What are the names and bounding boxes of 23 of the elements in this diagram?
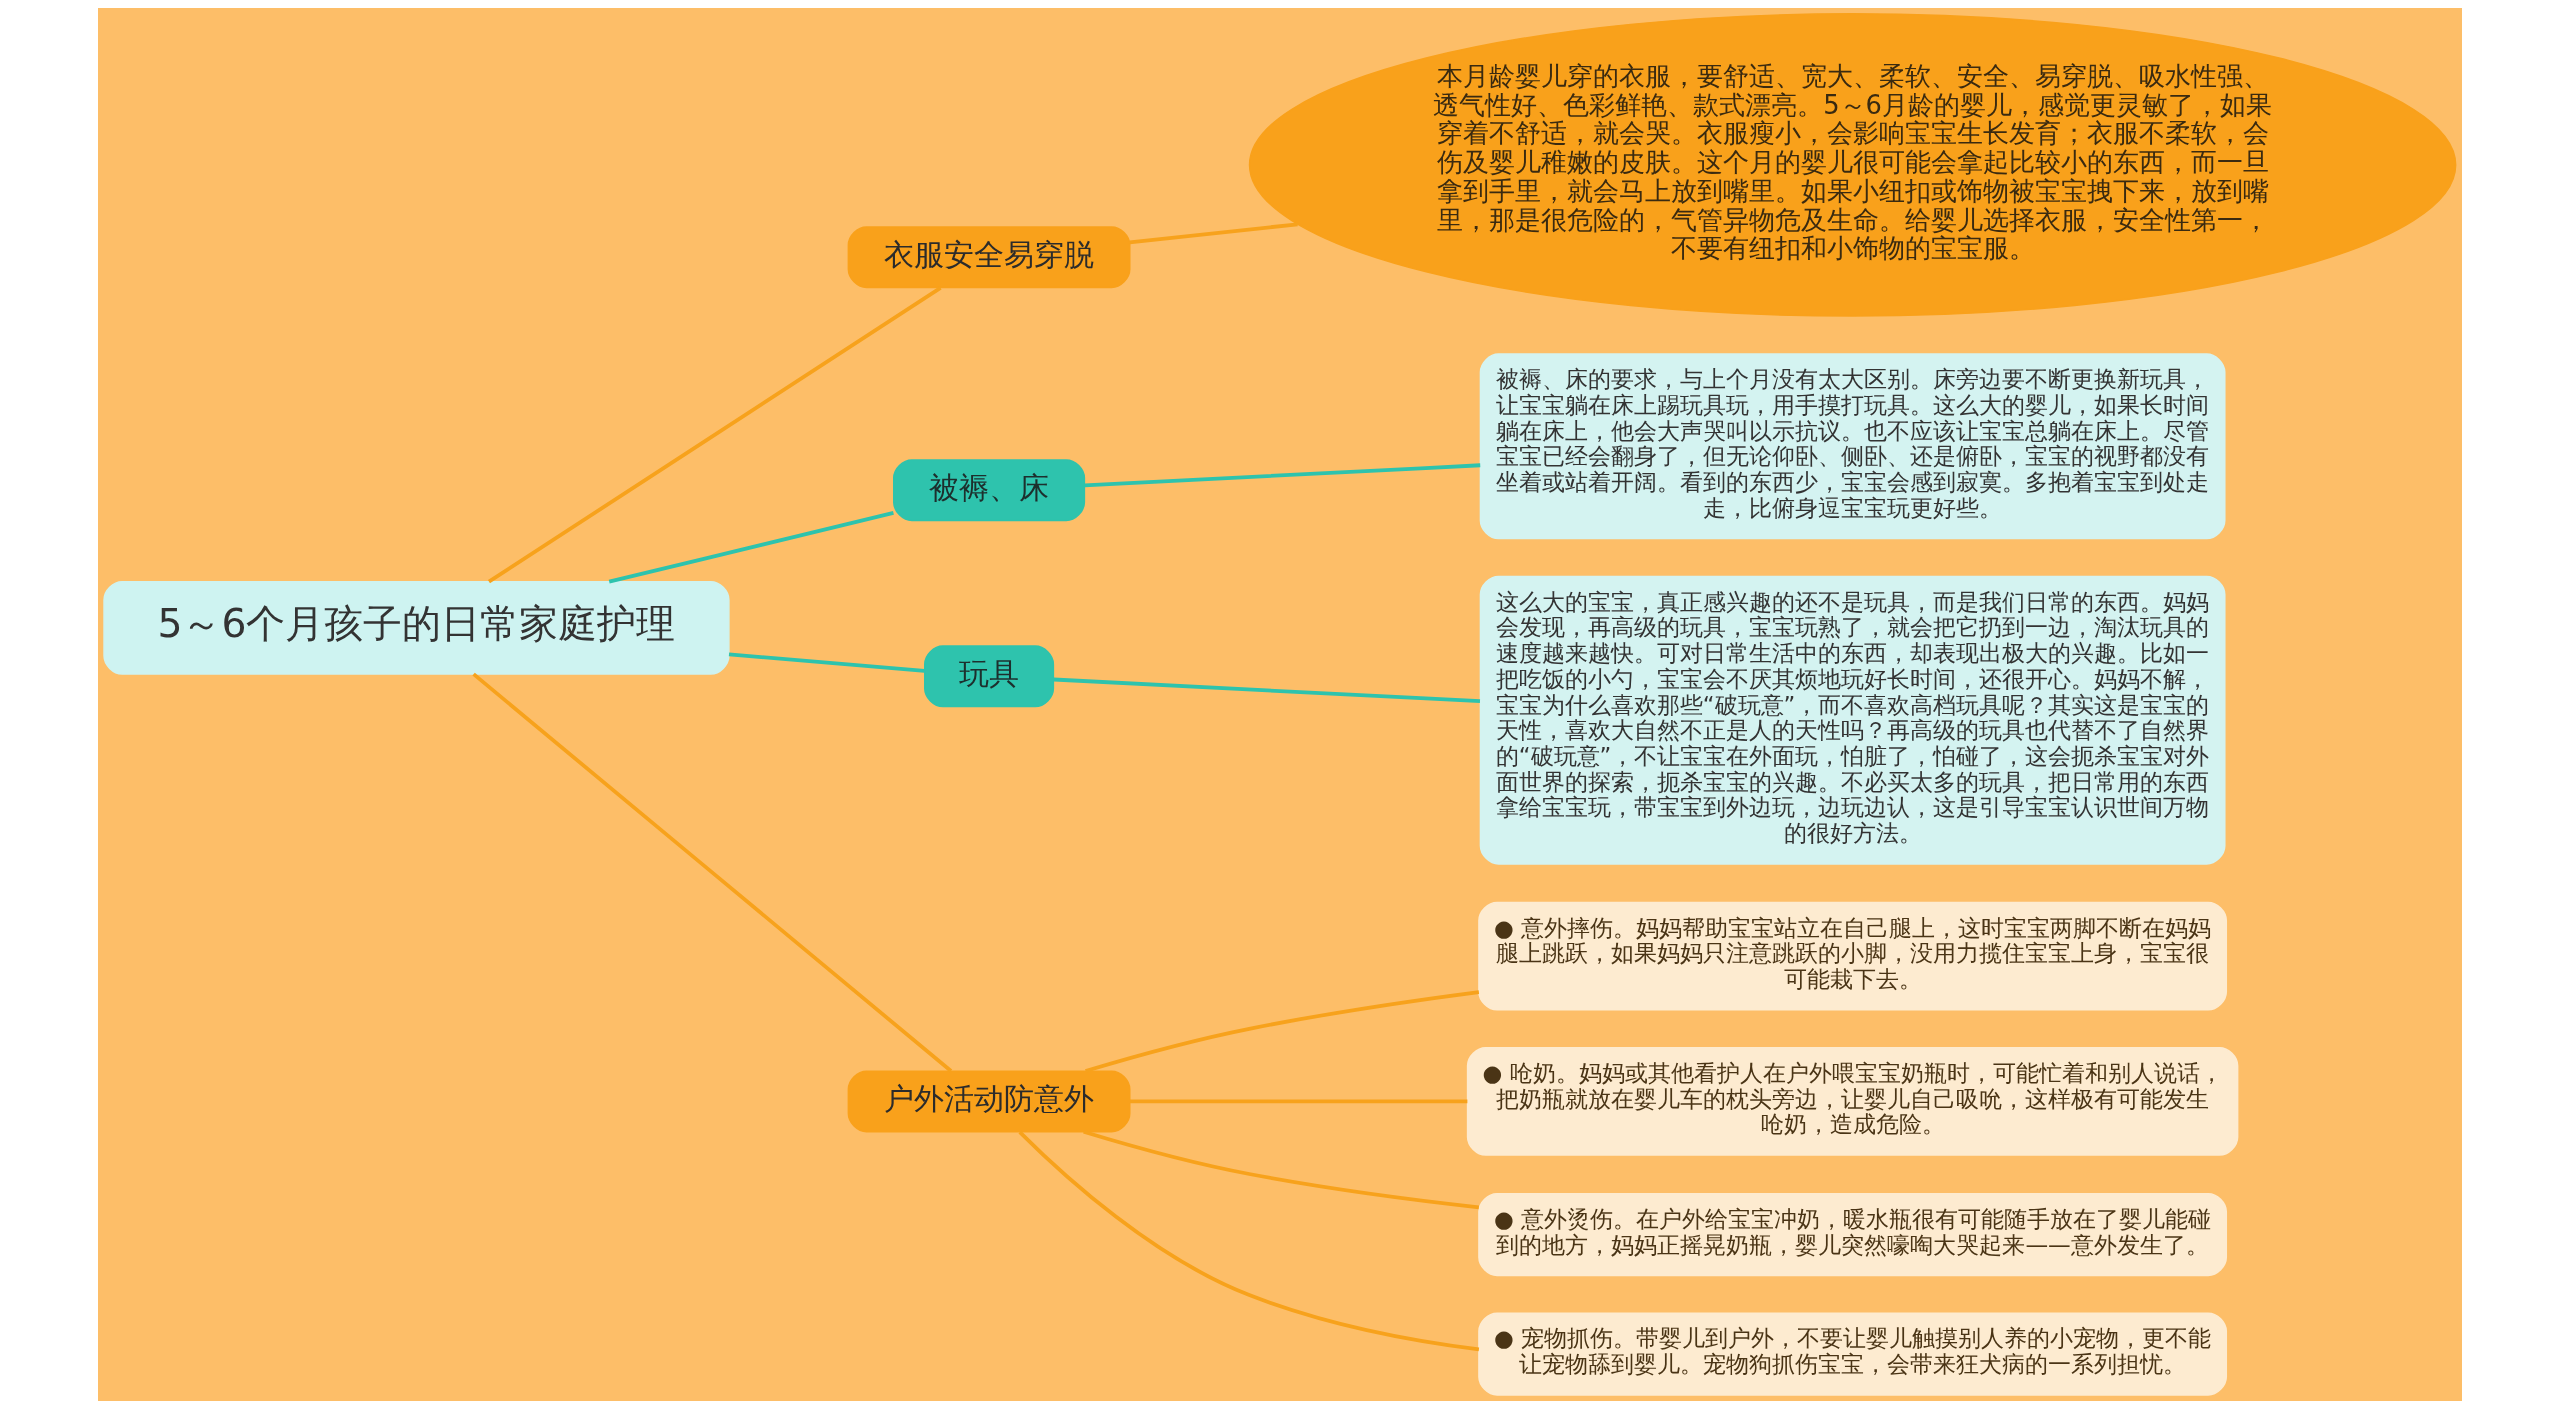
connector xyxy=(1129,1099,1468,1104)
node-box: 玩具 xyxy=(924,645,1055,708)
connector xyxy=(472,672,953,1073)
node-box: 这么大的宝宝，真正感兴趣的还不是玩具，而是我们日常的东西。妈妈会发现，再高级的玩具，宝宝玩熟了，就会把它扔到一边，淘汰玩具的速度越来越快。可对日常生活中的东西，却表现出极大的兴趣。比如一把吃饭的小勺，宝宝会不厌其烦地玩好长时间，还很开心。妈妈不解，宝宝为什么喜欢那些“破玩意”，而不喜欢高档玩具呢？其实这是宝宝的天性，喜欢大自然不正是人的天性吗？再高级的玩具也代替不了自然界的“破玩意”，不让宝宝在外面玩，怕脏了，怕碰了，这会扼杀宝宝对外面世界的探索，扼杀宝宝的兴趣。不必买太多的玩具，把日常用的东西拿给宝宝玩，带宝宝到外边玩，边玩边认，这是引导宝宝认识世间万物的很好方法。 xyxy=(1479,575,2226,865)
connector xyxy=(487,286,942,584)
node-box: 5～6个月孩子的日常家庭护理 xyxy=(103,580,730,675)
node-box: ● 意外烫伤。在户外给宝宝冲奶，暖水瓶很有可能随手放在了婴儿能碰到的地方，妈妈正摇晃奶瓶，婴儿突然嚎啕大哭起来——意外发生了。 xyxy=(1478,1192,2228,1277)
node-box: ● 意外摔伤。妈妈帮助宝宝站立在自己腿上，这时宝宝两脚不断在妈妈腿上跳跃，如果妈妈只注意跳跃的小脚，没用力揽住宝宝上身，宝宝很可能栽下去。 xyxy=(1478,901,2228,1011)
connector xyxy=(608,511,894,584)
connector xyxy=(1083,1129,1480,1210)
node-box: 衣服安全易穿脱 xyxy=(847,226,1131,289)
connector xyxy=(1018,1130,1480,1352)
connector xyxy=(1129,222,1298,245)
node-box: 被褥、床 xyxy=(893,459,1086,522)
connector xyxy=(728,652,925,673)
connector xyxy=(1085,990,1480,1073)
node-box: 户外活动防意外 xyxy=(847,1070,1131,1133)
node-box: 被褥、床的要求，与上个月没有太大区别。床旁边要不断更换新玩具，让宝宝躺在床上踢玩具玩，用手摸打玩具。这么大的婴儿，如果长时间躺在床上，他会大声哭叫以示抗议。也不应该让宝宝总躺在床上。尽管宝宝已经会翻身了，但无论仰卧、侧卧、还是俯卧，宝宝的视野都没有坐着或站着开阔。看到的东西少，宝宝会感到寂寞。多抱着宝宝到处走走，比俯身逗宝宝玩更好些。 xyxy=(1479,353,2226,540)
connector xyxy=(1053,677,1481,704)
node-box: ● 呛奶。妈妈或其他看护人在户外喂宝宝奶瓶时，可能忙着和别人说话，把奶瓶就放在婴儿车的枕头旁边，让婴儿自己吸吮，这样极有可能发生呛奶，造成危险。 xyxy=(1466,1046,2239,1156)
node-ellipse: 本月龄婴儿穿的衣服，要舒适、宽大、柔软、安全、易穿脱、吸水性强、透气性好、色彩鲜艳、款式漂亮。5～6月龄的婴儿，感觉更灵敏了，如果穿着不舒适，就会哭。衣服瘦小，会影响宝宝生长发育；衣服不柔软，会伤及婴儿稚嫩的皮肤。这个月的婴儿很可能会拿起比较小的东西，而一旦拿到手里，就会马上放到嘴里。如果小纽扣或饰物被宝宝拽下来，放到嘴里，那是很危险的，气管异物危及生命。给婴儿选择衣服，安全性第一，不要有纽扣和小饰物的宝宝服。 xyxy=(1248,13,2457,317)
connector xyxy=(1084,463,1481,488)
node-box: ● 宠物抓伤。带婴儿到户外，不要让婴儿触摸别人养的小宠物，更不能让宠物舔到婴儿。宠物狗抓伤宝宝，会带来狂犬病的一系列担忧。 xyxy=(1478,1312,2228,1396)
